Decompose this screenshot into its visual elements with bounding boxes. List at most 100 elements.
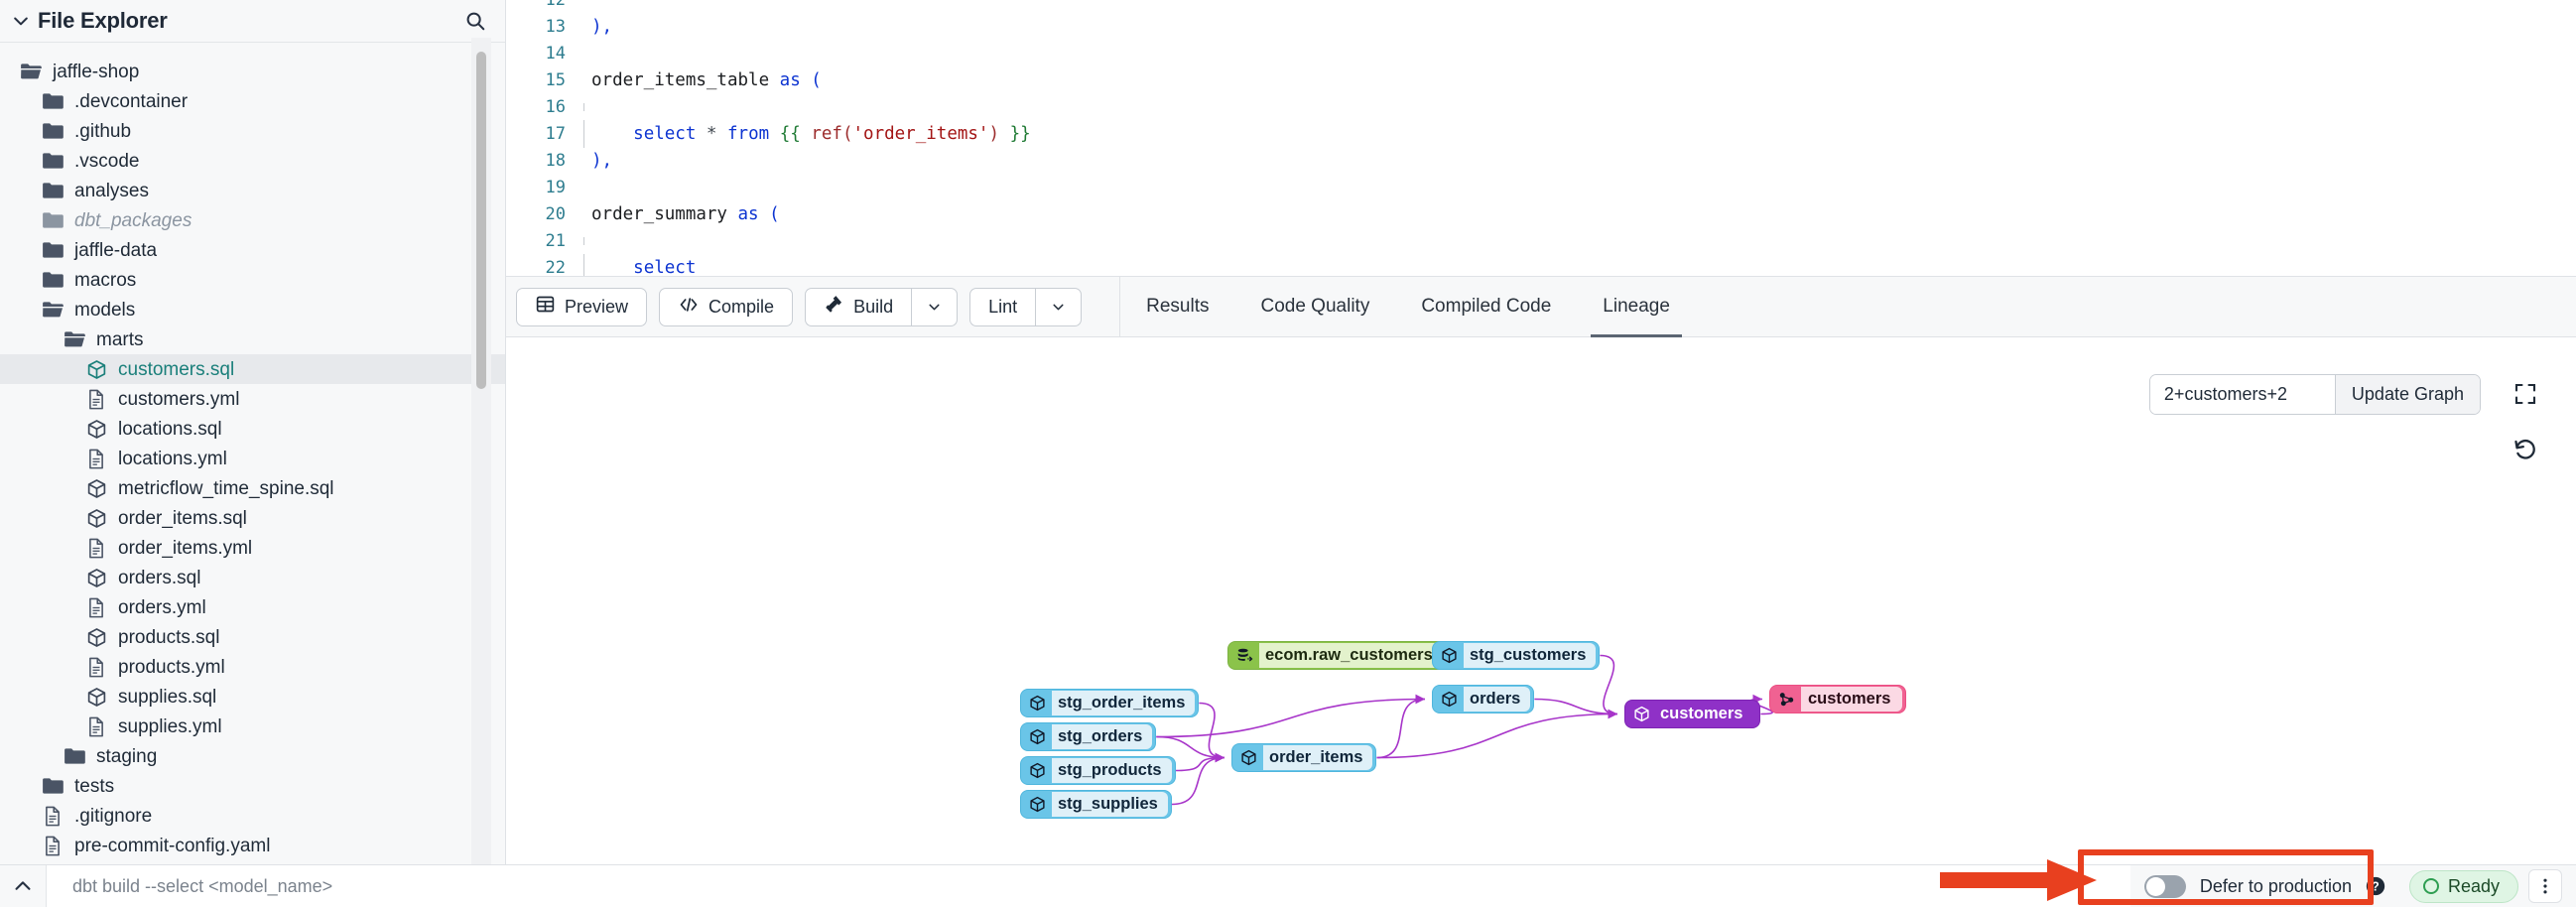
code-line: 18), xyxy=(506,147,2576,174)
defer-to-production-toggle[interactable] xyxy=(2143,874,2186,898)
main-row: File Explorer jaffle-shop.devcontainer.g… xyxy=(0,0,2576,864)
tree-item-products-sql[interactable]: products.sql xyxy=(0,622,505,652)
tree-item-label: .gitignore xyxy=(74,805,153,827)
svg-text:?: ? xyxy=(2372,880,2380,894)
tree-item-models[interactable]: models xyxy=(0,295,505,324)
lineage-node-orders[interactable]: orders xyxy=(1432,685,1535,713)
tree-item-label: metricflow_time_spine.sql xyxy=(118,477,334,499)
tree-item-customers-yml[interactable]: customers.yml xyxy=(0,384,505,414)
help-circle-icon[interactable]: ? xyxy=(2366,876,2385,896)
tree-item-locations-sql[interactable]: locations.sql xyxy=(0,414,505,444)
tree-item-label: supplies.yml xyxy=(118,715,222,737)
code-line: 17 select * from {{ ref('order_items') }… xyxy=(506,119,2576,148)
tree-item-supplies-yml[interactable]: supplies.yml xyxy=(0,712,505,741)
lineage-node-customers_model[interactable]: customers xyxy=(1624,700,1761,728)
cube-icon xyxy=(1026,794,1048,816)
lineage-node-stg_products[interactable]: stg_products xyxy=(1020,756,1176,785)
tree-item-metricflow-time-spine-sql[interactable]: metricflow_time_spine.sql xyxy=(0,473,505,503)
lineage-node-stg_order_items[interactable]: stg_order_items xyxy=(1020,689,1200,717)
lineage-node-stg_supplies[interactable]: stg_supplies xyxy=(1020,790,1172,819)
folder-icon xyxy=(18,63,44,80)
tree-item-label: orders.yml xyxy=(118,596,206,618)
build-button-label: Build xyxy=(853,296,894,317)
tree-item-products-yml[interactable]: products.yml xyxy=(0,652,505,682)
tree-item-tests[interactable]: tests xyxy=(0,771,505,801)
tree-item-staging[interactable]: staging xyxy=(0,741,505,771)
tree-item-analyses[interactable]: analyses xyxy=(0,176,505,205)
reset-icon[interactable] xyxy=(2509,433,2542,466)
tree-item-locations-yml[interactable]: locations.yml xyxy=(0,444,505,473)
tree-item-macros[interactable]: macros xyxy=(0,265,505,295)
lineage-node-customers_test[interactable]: customers xyxy=(1769,685,1907,713)
file-tree[interactable]: jaffle-shop.devcontainer.github .vscode an… xyxy=(0,43,505,864)
lineage-node-stg_orders[interactable]: stg_orders xyxy=(1020,722,1157,751)
compile-button-label: Compile xyxy=(708,296,775,317)
tree-item-pre-commit-config-yaml[interactable]: pre-commit-config.yaml xyxy=(0,831,505,860)
cube-icon xyxy=(83,508,109,529)
tree-item-jaffle-shop[interactable]: jaffle-shop xyxy=(0,57,505,86)
file-explorer-title: File Explorer xyxy=(38,8,168,33)
lineage-node-label: ecom.raw_customers xyxy=(1259,642,1443,669)
tree-item--gitignore[interactable]: .gitignore xyxy=(0,801,505,831)
test-icon xyxy=(1775,689,1797,711)
tree-item-supplies-sql[interactable]: supplies.sql xyxy=(0,682,505,712)
tree-item-marts[interactable]: marts xyxy=(0,324,505,354)
search-icon[interactable] xyxy=(461,7,489,35)
lint-button[interactable]: Lint xyxy=(969,287,1036,326)
lint-dropdown-caret[interactable] xyxy=(1035,287,1083,326)
folder-icon xyxy=(40,777,65,795)
tree-item-orders-yml[interactable]: orders.yml xyxy=(0,592,505,622)
lineage-edge xyxy=(1171,752,1225,806)
cube-icon xyxy=(1026,726,1048,748)
tree-item--devcontainer[interactable]: .devcontainer xyxy=(0,86,505,116)
lineage-node-label: customers xyxy=(1660,704,1743,722)
lineage-edge xyxy=(1376,694,1426,759)
cube-icon xyxy=(1438,689,1460,711)
code-text: order_items_table as ( xyxy=(591,69,822,90)
lineage-graph-panel[interactable]: Update Graph ecom.raw_customersstg_custo… xyxy=(506,337,2576,864)
chevron-down-icon[interactable] xyxy=(10,10,32,32)
build-button[interactable]: Build xyxy=(805,287,912,326)
tab-code-quality[interactable]: Code Quality xyxy=(1234,277,1395,337)
tree-item--vscode[interactable]: .vscode xyxy=(0,146,505,176)
file-icon xyxy=(83,657,109,678)
tree-item-jaffle-data[interactable]: jaffle-data xyxy=(0,235,505,265)
preview-button[interactable]: Preview xyxy=(516,287,648,326)
cube-icon xyxy=(1026,760,1048,782)
tree-item-orders-sql[interactable]: orders.sql xyxy=(0,563,505,592)
fullscreen-icon[interactable] xyxy=(2509,377,2542,411)
file-icon xyxy=(83,716,109,737)
more-vertical-icon[interactable] xyxy=(2528,869,2562,903)
toggle-knob xyxy=(2145,876,2165,896)
tree-item-label: tests xyxy=(74,775,115,797)
lineage-node-ecom_raw_customers[interactable]: ecom.raw_customers xyxy=(1227,641,1447,670)
tree-item-order-items-yml[interactable]: order_items.yml xyxy=(0,533,505,563)
tree-item-dbt-packages[interactable]: dbt_packages xyxy=(0,205,505,235)
update-graph-button[interactable]: Update Graph xyxy=(2334,375,2480,414)
graph-selector-input[interactable] xyxy=(2149,375,2335,414)
lineage-node-stg_customers[interactable]: stg_customers xyxy=(1432,641,1601,670)
cube-icon xyxy=(83,568,109,588)
tab-compiled-code[interactable]: Compiled Code xyxy=(1395,277,1577,337)
file-tree-scrollbar[interactable] xyxy=(476,52,486,389)
compile-button[interactable]: Compile xyxy=(659,287,794,326)
folder-icon xyxy=(40,122,65,140)
cube-icon xyxy=(1026,693,1048,714)
tab-lineage[interactable]: Lineage xyxy=(1577,277,1696,337)
lineage-node-order_items[interactable]: order_items xyxy=(1231,743,1377,772)
tree-item--github[interactable]: .github xyxy=(0,116,505,146)
tree-item-order-items-sql[interactable]: order_items.sql xyxy=(0,503,505,533)
file-icon xyxy=(83,449,109,469)
cube-icon xyxy=(83,359,109,380)
tab-results[interactable]: Results xyxy=(1120,277,1234,337)
command-bar-input[interactable]: dbt build --select <model_name> xyxy=(46,864,2130,907)
tree-item-label: order_items.yml xyxy=(118,537,253,559)
build-dropdown-caret[interactable] xyxy=(911,287,959,326)
line-number: 17 xyxy=(545,123,566,144)
tree-item-label: .vscode xyxy=(74,150,140,172)
tree-item-customers-sql[interactable]: customers.sql xyxy=(0,354,505,384)
cube-icon xyxy=(83,627,109,648)
chevron-up-icon[interactable] xyxy=(0,875,46,897)
